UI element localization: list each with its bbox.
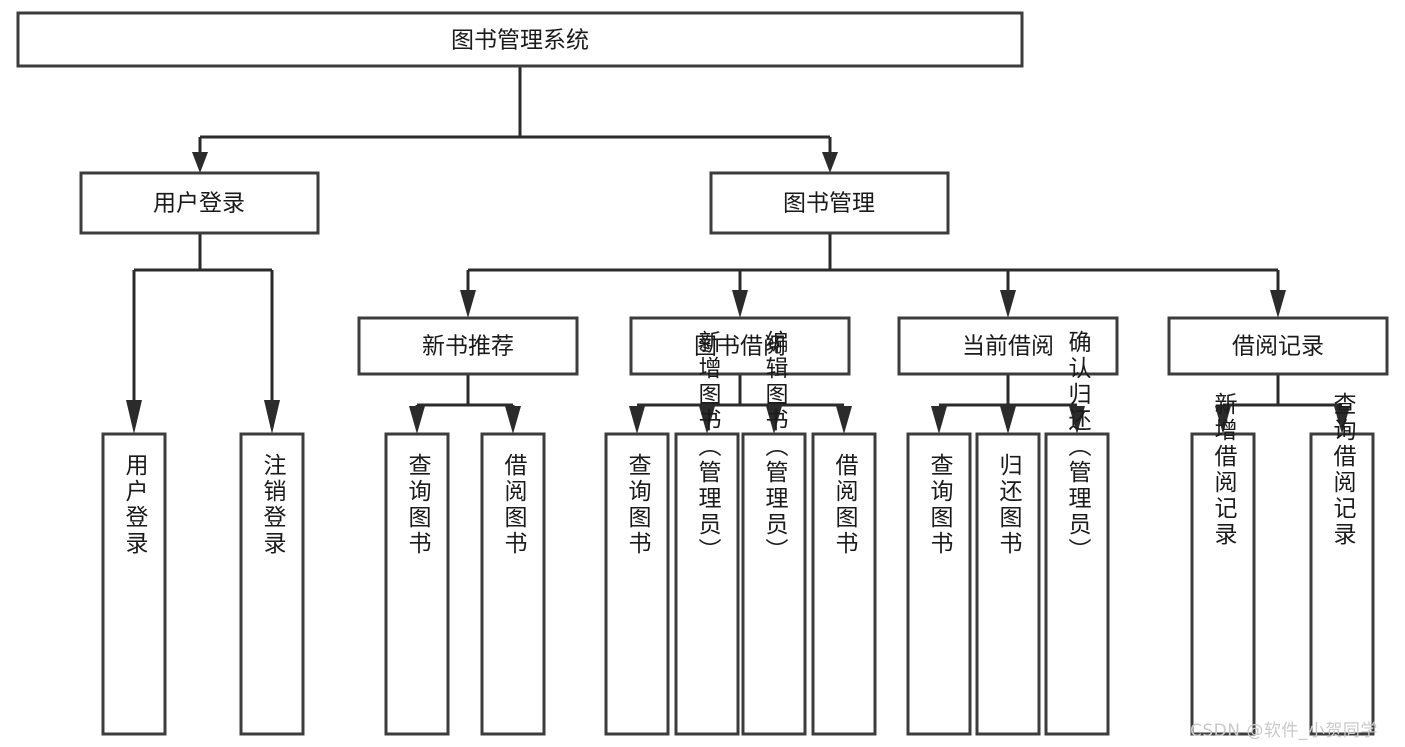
node-leaf-user-logout-label: 注销登录 [259, 453, 287, 557]
arrow-leaf-return-book [1000, 406, 1016, 434]
node-leaf-user-login-label: 用户登录 [121, 453, 149, 557]
node-user-login-label: 用户登录 [153, 191, 245, 217]
node-leaf-edit-book[interactable]: 编辑图书（管理员） [741, 330, 807, 736]
arrow-user-login [192, 152, 208, 173]
arrow-leaf-add-record [1215, 406, 1231, 434]
node-current-borrow[interactable]: 当前借阅 [897, 316, 1119, 376]
node-book-management-label: 图书管理 [783, 191, 875, 217]
node-root[interactable]: 图书管理系统 [16, 11, 1024, 68]
node-leaf-confirm-return-box[interactable] [1044, 432, 1110, 736]
node-new-book-recommend-label: 新书推荐 [422, 334, 514, 360]
node-borrow-record-box[interactable] [1167, 316, 1389, 376]
arrow-leaf-edit-book [766, 406, 782, 434]
arrow-leaf-confirm-return [1069, 406, 1085, 434]
node-book-borrow-label: 图书借阅 [694, 334, 786, 360]
node-leaf-add-record[interactable]: 新增借阅记录 [1190, 392, 1256, 736]
node-book-management[interactable]: 图书管理 [709, 171, 950, 235]
node-leaf-borrow-book-1[interactable]: 借阅图书 [480, 432, 546, 736]
node-leaf-user-logout[interactable]: 注销登录 [239, 432, 305, 736]
node-leaf-user-login[interactable]: 用户登录 [101, 432, 167, 736]
arrow-new-book-recommend [460, 290, 476, 318]
arrow-leaf-user-login [126, 400, 142, 434]
node-root-label: 图书管理系统 [451, 28, 589, 54]
node-leaf-query-book-1-box[interactable] [384, 432, 450, 736]
node-leaf-query-book-1[interactable]: 查询图书 [384, 432, 450, 736]
node-leaf-query-book-2-label: 查询图书 [624, 453, 652, 557]
node-root-box[interactable] [16, 11, 1024, 68]
arrow-leaf-user-logout [264, 400, 280, 434]
node-user-login-box[interactable] [79, 171, 320, 235]
node-borrow-record[interactable]: 借阅记录 [1167, 316, 1389, 376]
node-leaf-return-book-box[interactable] [975, 432, 1041, 736]
arrow-leaf-query-book-2 [629, 406, 645, 434]
node-leaf-query-book-3-label: 查询图书 [926, 453, 954, 557]
node-leaf-borrow-book-2-box[interactable] [811, 432, 877, 736]
node-leaf-edit-book-box[interactable] [741, 432, 807, 736]
node-leaf-add-book[interactable]: 新增图书（管理员） [674, 330, 740, 736]
arrow-current-borrow [1000, 290, 1016, 318]
node-leaf-add-record-box[interactable] [1190, 432, 1256, 736]
arrow-leaf-query-record [1334, 406, 1350, 434]
node-book-borrow[interactable]: 图书借阅 [629, 316, 851, 376]
arrow-leaf-borrow-book-2 [836, 406, 852, 434]
node-leaf-confirm-return-label: 确认归还（管理员） [1064, 330, 1092, 564]
node-leaf-add-book-label: 新增图书（管理员） [694, 330, 722, 564]
node-leaf-return-book[interactable]: 归还图书 [975, 432, 1041, 736]
node-leaf-borrow-book-2-label: 借阅图书 [831, 453, 859, 557]
edge-group [126, 66, 1350, 434]
node-leaf-query-book-2[interactable]: 查询图书 [604, 432, 670, 736]
node-book-management-box[interactable] [709, 171, 950, 235]
node-leaf-user-login-box[interactable] [101, 432, 167, 736]
node-leaf-add-book-box[interactable] [674, 432, 740, 736]
node-leaf-query-record-label: 查询借阅记录 [1329, 392, 1357, 548]
node-borrow-record-label: 借阅记录 [1232, 334, 1324, 360]
node-leaf-query-record-box[interactable] [1309, 432, 1375, 736]
node-leaf-query-book-3-box[interactable] [906, 432, 972, 736]
arrow-book-borrow [732, 290, 748, 318]
arrow-leaf-query-book-1 [409, 406, 425, 434]
node-leaf-query-book-3[interactable]: 查询图书 [906, 432, 972, 736]
csdn-watermark: CSDN @软件_小贺同学 [1190, 721, 1378, 741]
node-leaf-query-record[interactable]: 查询借阅记录 [1309, 392, 1375, 736]
node-current-borrow-box[interactable] [897, 316, 1119, 376]
node-new-book-recommend-box[interactable] [357, 316, 579, 376]
node-leaf-borrow-book-1-label: 借阅图书 [500, 453, 528, 557]
arrow-leaf-borrow-book-1 [505, 406, 521, 434]
node-leaf-borrow-book-2[interactable]: 借阅图书 [811, 432, 877, 736]
node-leaf-query-book-1-label: 查询图书 [404, 453, 432, 557]
node-leaf-edit-book-label: 编辑图书（管理员） [761, 330, 789, 564]
arrow-leaf-query-book-3 [931, 406, 947, 434]
arrow-borrow-record [1270, 290, 1286, 318]
node-leaf-confirm-return[interactable]: 确认归还（管理员） [1044, 330, 1110, 736]
node-leaf-return-book-label: 归还图书 [995, 453, 1023, 557]
node-user-login[interactable]: 用户登录 [79, 171, 320, 235]
node-leaf-add-record-label: 新增借阅记录 [1210, 392, 1238, 548]
arrow-leaf-add-book [699, 406, 715, 434]
node-book-borrow-box[interactable] [629, 316, 851, 376]
node-new-book-recommend[interactable]: 新书推荐 [357, 316, 579, 376]
node-leaf-borrow-book-1-box[interactable] [480, 432, 546, 736]
node-leaf-user-logout-box[interactable] [239, 432, 305, 736]
node-leaf-query-book-2-box[interactable] [604, 432, 670, 736]
arrow-book-management [822, 152, 838, 173]
node-current-borrow-label: 当前借阅 [962, 334, 1054, 360]
